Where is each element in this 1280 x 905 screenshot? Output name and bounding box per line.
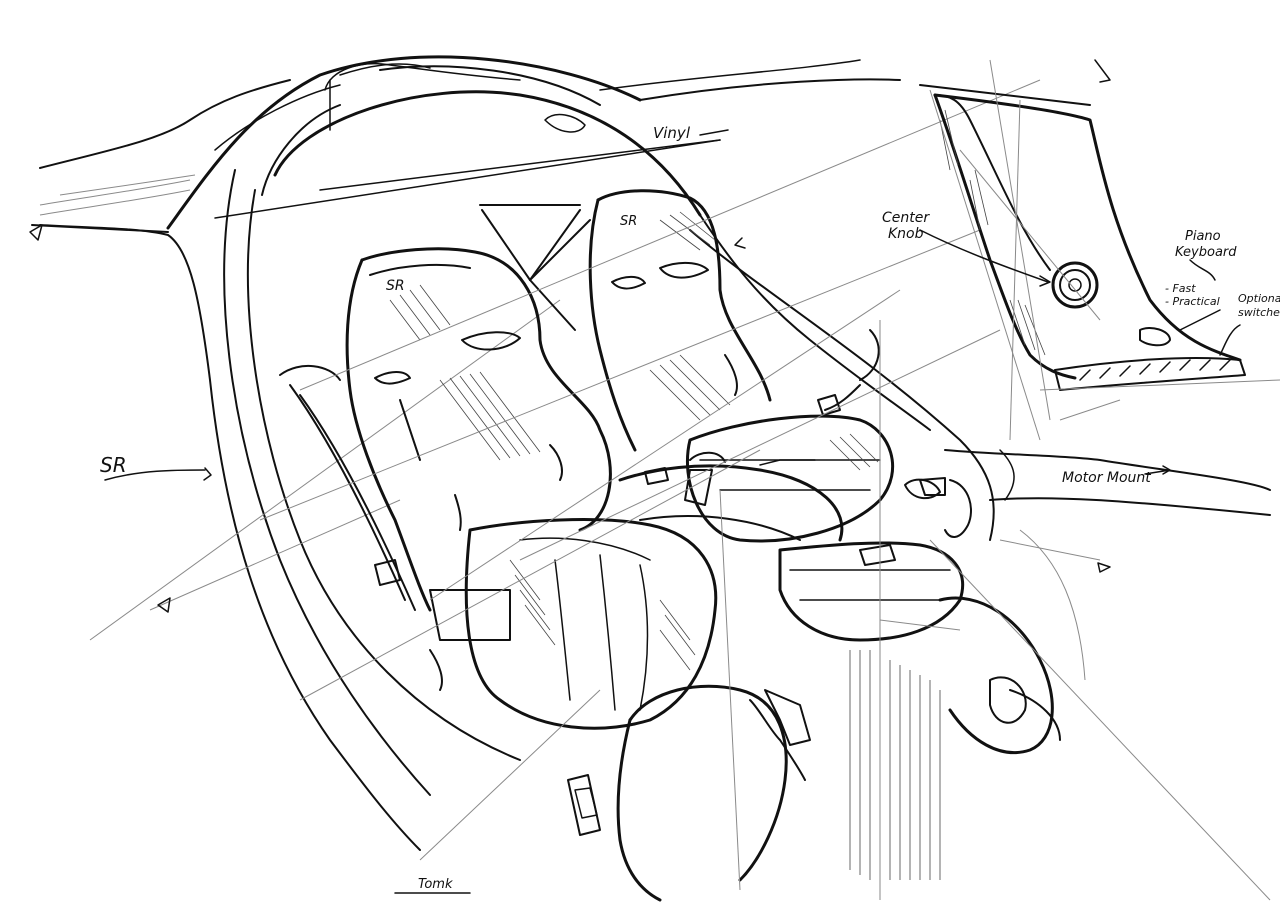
signature: Tomk [418,877,453,892]
center-knob-label-2: Knob [888,226,924,242]
top-scribble: Vinyl [653,124,691,142]
left-seat [345,247,718,730]
optional-label-1: Optional [1238,292,1280,305]
practical-label: - Practical [1165,295,1220,308]
annotation-pointers [104,229,1241,481]
construction-lines [259,79,1041,900]
piano-label-1: Piano [1185,229,1221,244]
center-console [618,451,972,642]
motor-mount-arrow [1144,465,1171,475]
left-seatbelt [279,364,416,611]
arrow-markers [29,224,1111,613]
roll-cage [214,139,721,331]
sr-label: SR [100,453,127,477]
center-knob-label-1: Center [882,210,930,226]
optional-label-2: switches [1238,306,1280,319]
fast-label: - Fast [1165,282,1196,295]
piano-label-2: Keyboard [1175,245,1237,260]
motor-mount-label: Motor Mount [1062,470,1151,486]
top-scribble-underline [699,129,729,136]
left-seat-logo: SR [386,278,405,294]
right-seat-logo: SR [620,214,637,229]
footwell [567,529,1271,902]
left-wing-lines [39,174,561,641]
knob-detail-inset [919,59,1280,441]
right-seatbelt [817,329,880,416]
cockpit-outline [31,55,1271,851]
right-seat [588,189,895,543]
